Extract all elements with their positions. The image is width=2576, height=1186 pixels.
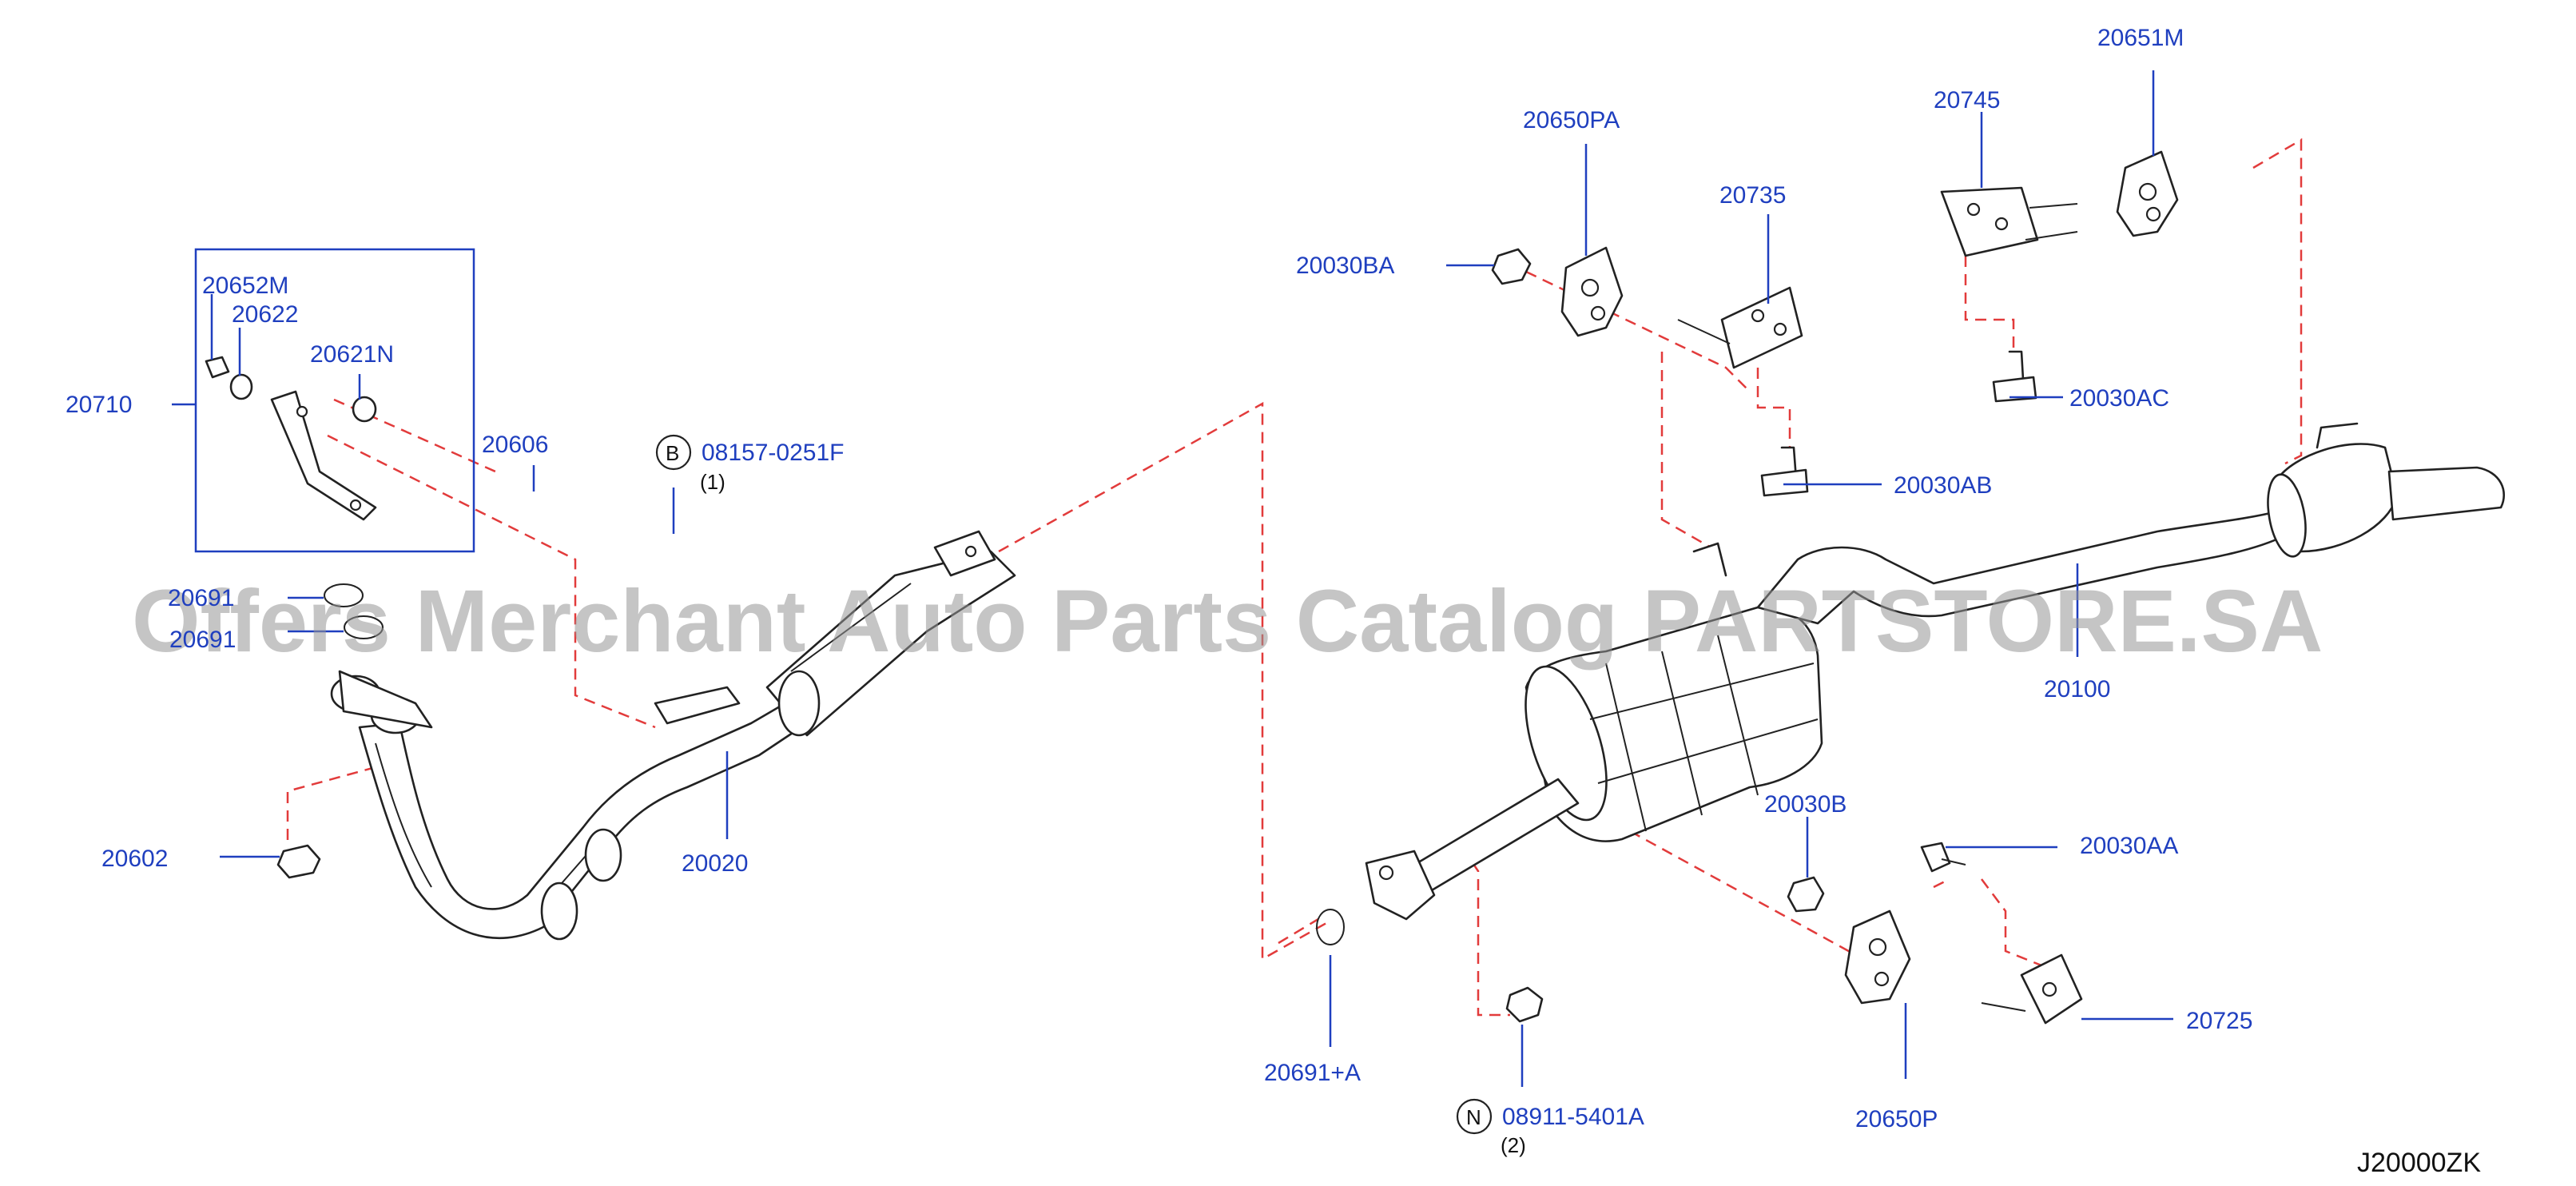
catalytic-converter — [654, 530, 1016, 737]
callout-b-part-number[interactable]: 08157-0251F — [702, 440, 844, 466]
center-muffler — [1365, 606, 1823, 921]
callout-n-part-number[interactable]: 08911-5401A — [1502, 1104, 1644, 1130]
callout-bolt: B 08157-0251F (1) — [655, 434, 844, 494]
label-20652M[interactable]: 20652M — [202, 273, 288, 299]
label-20650P[interactable]: 20650P — [1855, 1106, 1938, 1132]
callout-n-letter: N — [1466, 1105, 1481, 1129]
callout-nut: N 08911-5401A (2) — [1456, 1098, 1644, 1157]
label-20602[interactable]: 20602 — [101, 846, 168, 872]
assembly-dashed-lines — [286, 137, 2303, 1017]
catalog-watermark: Offers Merchant Auto Parts Catalog PARTS… — [132, 572, 2323, 671]
callout-b-letter: B — [666, 441, 679, 465]
diagram-code: J20000ZK — [2357, 1148, 2481, 1178]
tail-pipe-assembly — [1692, 422, 2506, 625]
label-20691-a[interactable]: 20691 — [168, 585, 234, 611]
label-20735[interactable]: 20735 — [1719, 182, 1786, 209]
bracket-kit-box — [194, 248, 475, 553]
callout-b-circle-icon — [655, 434, 692, 471]
callout-b-quantity: (1) — [700, 470, 725, 494]
label-20691A[interactable]: 20691+A — [1264, 1060, 1361, 1086]
part-labels: 20652M 20622 20621N 20710 20606 20691 20… — [66, 25, 2252, 1132]
hanger-brackets — [1677, 186, 2083, 1025]
label-20030B[interactable]: 20030B — [1764, 791, 1847, 818]
label-20020[interactable]: 20020 — [682, 850, 748, 877]
label-20621N[interactable]: 20621N — [310, 341, 394, 368]
label-20650PA[interactable]: 20650PA — [1523, 107, 1620, 133]
label-20745[interactable]: 20745 — [1934, 87, 2000, 113]
callout-n-quantity: (2) — [1501, 1133, 1526, 1157]
label-20030AC[interactable]: 20030AC — [2069, 385, 2169, 412]
label-20691-b[interactable]: 20691 — [169, 627, 236, 653]
front-fasteners — [205, 356, 1544, 1023]
leader-lines — [172, 70, 2173, 1087]
label-20725[interactable]: 20725 — [2186, 1008, 2252, 1034]
label-20030BA[interactable]: 20030BA — [1296, 253, 1394, 279]
front-pipe-bracket — [270, 390, 377, 521]
callout-n-circle-icon — [1456, 1098, 1493, 1135]
label-20651M[interactable]: 20651M — [2097, 25, 2184, 51]
label-20100[interactable]: 20100 — [2044, 676, 2110, 702]
rear-fasteners — [1491, 248, 2037, 913]
label-20030AA[interactable]: 20030AA — [2080, 833, 2178, 859]
label-20710[interactable]: 20710 — [66, 392, 132, 418]
rubber-hangers — [1560, 150, 2179, 1005]
label-20030AB[interactable]: 20030AB — [1894, 472, 1992, 499]
label-20606[interactable]: 20606 — [482, 432, 548, 458]
label-20622[interactable]: 20622 — [232, 301, 298, 328]
front-exhaust-pipe — [330, 670, 809, 941]
